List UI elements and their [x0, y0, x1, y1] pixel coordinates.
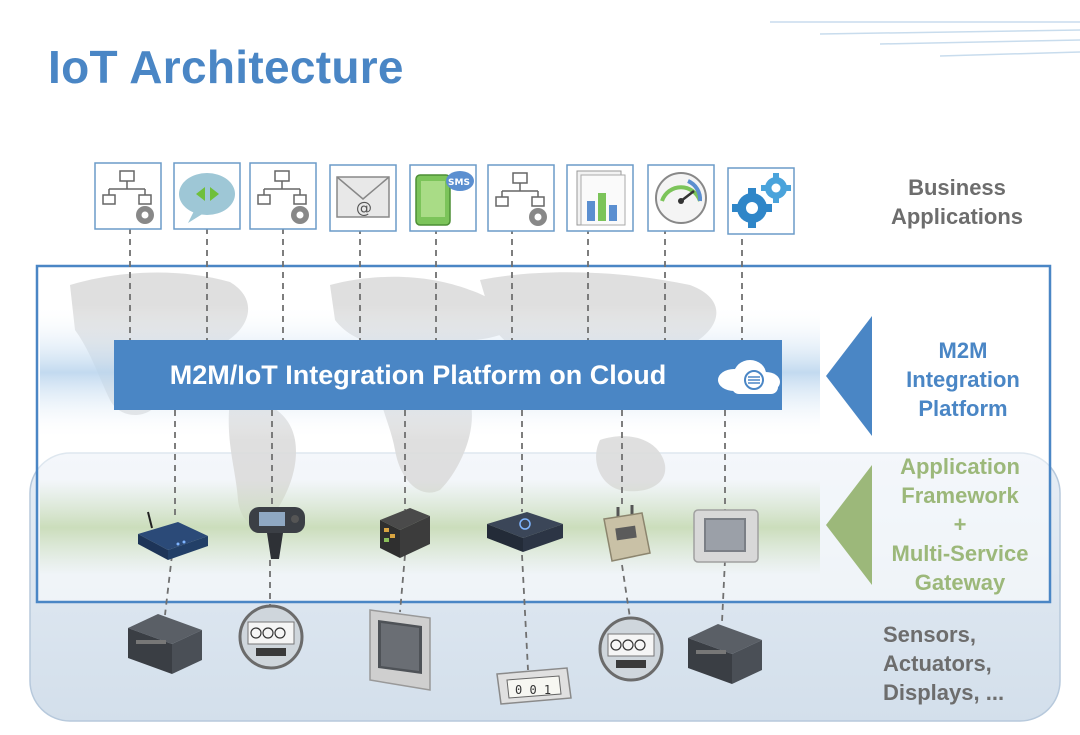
- app-connectors: [129, 228, 743, 340]
- io-module-icon: [128, 614, 202, 674]
- gateway-connectors: [174, 410, 726, 520]
- gears-icon: [727, 167, 795, 235]
- io-module-icon: [688, 624, 762, 684]
- sensor-connectors: [164, 554, 726, 671]
- sensors-label: Sensors, Actuators, Displays, ...: [883, 622, 1005, 705]
- sms-tablet-icon: SMS: [409, 164, 477, 232]
- network-settings-icon: [249, 162, 317, 230]
- lcd-counter-icon: 0 0 1: [496, 667, 572, 705]
- gauge-icon: [647, 164, 715, 232]
- reports-chart-icon: [566, 164, 634, 232]
- svg-text:@: @: [356, 198, 372, 217]
- handheld-terminal-icon: [249, 507, 305, 559]
- set-top-gateway-icon: [487, 512, 563, 552]
- platform-arrow-icon: [826, 316, 872, 436]
- platform-bar: [114, 340, 782, 410]
- decorative-lines: [770, 21, 1080, 57]
- svg-text:SMS: SMS: [448, 178, 470, 188]
- application-framework-label: Application Framework + Multi-Service Ga…: [891, 454, 1029, 595]
- display-panel-icon: [369, 609, 431, 691]
- email-icon: @: [329, 164, 397, 232]
- svg-text:0 0 1: 0 0 1: [515, 683, 551, 697]
- m2m-platform-label: M2M Integration Platform: [906, 338, 1020, 421]
- industrial-gateway-icon: [380, 508, 430, 558]
- network-settings-icon: [487, 164, 555, 232]
- touch-panel-icon: [693, 509, 759, 563]
- electric-meter-icon: [598, 616, 664, 682]
- electric-meter-icon: [238, 604, 304, 670]
- router-device-icon: [138, 511, 208, 560]
- business-applications-label: Business Applications: [890, 175, 1023, 229]
- chat-arrows-icon: [173, 162, 241, 230]
- cloud-icon: [718, 360, 780, 394]
- portable-radio-icon: [603, 505, 651, 562]
- network-settings-icon: [94, 162, 162, 230]
- framework-arrow-icon: [826, 465, 872, 585]
- platform-bar-label: M2M/IoT Integration Platform on Cloud: [169, 360, 667, 390]
- page-title: IoT Architecture: [48, 41, 404, 93]
